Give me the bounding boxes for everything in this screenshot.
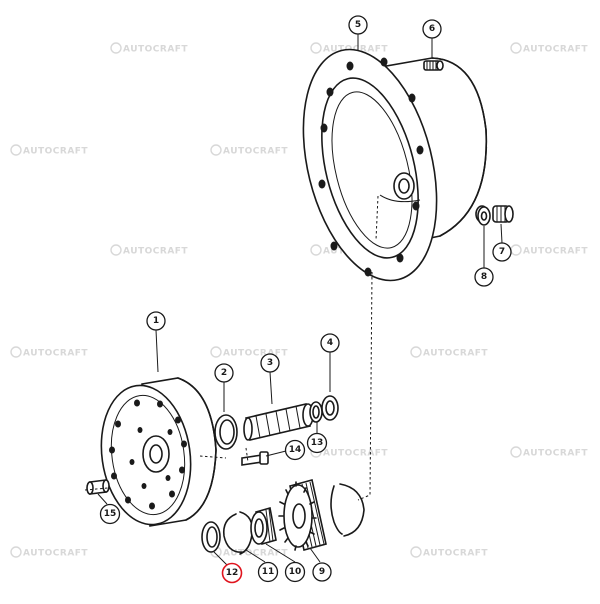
part-10-needle-bearing — [250, 506, 277, 546]
svg-text:13: 13 — [311, 438, 324, 448]
watermark-icon — [310, 244, 322, 256]
watermark-text: AUTOCRAFT — [23, 549, 88, 559]
watermark-icon — [510, 244, 522, 256]
watermark-logo: AUTOCRAFT — [110, 42, 188, 55]
callout-5[interactable]: 5 — [348, 15, 368, 35]
callout-10[interactable]: 10 — [284, 561, 306, 583]
watermark-icon — [410, 346, 422, 358]
part-snap-ring-large — [330, 483, 365, 537]
watermark-text: AUTOCRAFT — [123, 247, 188, 257]
watermark-text: AUTOCRAFT — [23, 147, 88, 157]
callout-8[interactable]: 8 — [474, 267, 494, 287]
part-12-thrust-washer — [201, 521, 221, 553]
watermark-icon — [510, 42, 522, 54]
callout-4[interactable]: 4 — [320, 333, 340, 353]
watermark-logo: AUTOCRAFT — [210, 144, 288, 157]
svg-text:8: 8 — [481, 272, 487, 282]
watermark-icon — [510, 446, 522, 458]
callout-11[interactable]: 11 — [257, 561, 279, 583]
callout-12[interactable]: 12 — [221, 562, 243, 584]
part-7-plug — [492, 205, 514, 223]
callout-13[interactable]: 13 — [306, 432, 328, 454]
svg-text:11: 11 — [262, 567, 275, 577]
watermark-logo: AUTOCRAFT — [410, 346, 488, 359]
part-8-washer — [477, 206, 491, 226]
callout-1[interactable]: 1 — [146, 311, 166, 331]
svg-text:4: 4 — [327, 338, 333, 348]
part-13-snap-ring — [309, 401, 323, 423]
svg-text:14: 14 — [289, 445, 302, 455]
svg-text:7: 7 — [499, 247, 505, 257]
watermark-logo: AUTOCRAFT — [210, 346, 288, 359]
watermark-logo: AUTOCRAFT — [510, 446, 588, 459]
watermark-icon — [210, 346, 222, 358]
callout-9[interactable]: 9 — [312, 562, 332, 582]
svg-text:3: 3 — [267, 358, 273, 368]
watermark-icon — [10, 346, 22, 358]
watermark-icon — [110, 42, 122, 54]
svg-text:9: 9 — [319, 567, 325, 577]
watermark-logo: AUTOCRAFT — [10, 546, 88, 559]
svg-text:2: 2 — [221, 368, 227, 378]
watermark-icon — [310, 42, 322, 54]
svg-text:1: 1 — [153, 316, 159, 326]
watermark-logo: AUTOCRAFT — [410, 546, 488, 559]
part-4-spacer — [321, 395, 339, 421]
watermark-text: AUTOCRAFT — [123, 45, 188, 55]
callout-2[interactable]: 2 — [214, 363, 234, 383]
watermark-text: AUTOCRAFT — [223, 147, 288, 157]
watermark-logo: AUTOCRAFT — [10, 346, 88, 359]
watermark-text: AUTOCRAFT — [523, 45, 588, 55]
svg-text:6: 6 — [429, 24, 435, 34]
callout-6[interactable]: 6 — [422, 19, 442, 39]
part-5-hub-housing — [302, 48, 489, 282]
svg-text:12: 12 — [226, 568, 239, 578]
callout-15[interactable]: 15 — [99, 503, 121, 525]
part-9-planet-gear — [278, 479, 327, 551]
watermark-icon — [110, 244, 122, 256]
svg-text:15: 15 — [104, 509, 117, 519]
watermark-logo: AUTOCRAFT — [10, 144, 88, 157]
callout-14[interactable]: 14 — [284, 439, 306, 461]
watermark-icon — [410, 546, 422, 558]
watermark-icon — [10, 144, 22, 156]
watermark-logo: AUTOCRAFT — [510, 42, 588, 55]
watermark-text: AUTOCRAFT — [523, 247, 588, 257]
part-3-splined-shaft — [243, 403, 314, 441]
watermark-logo: AUTOCRAFT — [110, 244, 188, 257]
watermark-text: AUTOCRAFT — [423, 349, 488, 359]
part-14-bolt — [241, 451, 269, 466]
callout-7[interactable]: 7 — [492, 242, 512, 262]
part-6-screw — [423, 60, 444, 71]
watermark-text: AUTOCRAFT — [223, 549, 288, 559]
svg-text:10: 10 — [289, 567, 302, 577]
watermark-text: AUTOCRAFT — [523, 449, 588, 459]
leader-lines — [84, 34, 503, 567]
part-2-ring — [214, 414, 238, 450]
callout-3[interactable]: 3 — [260, 353, 280, 373]
watermark-text: AUTOCRAFT — [323, 449, 388, 459]
watermark-text: AUTOCRAFT — [23, 349, 88, 359]
watermark-text: AUTOCRAFT — [423, 549, 488, 559]
watermark-icon — [210, 144, 222, 156]
part-15-pin — [86, 479, 110, 495]
svg-text:5: 5 — [355, 20, 361, 30]
watermark-logo: AUTOCRAFT — [510, 244, 588, 257]
watermark-icon — [10, 546, 22, 558]
part-1-carrier — [100, 377, 217, 527]
watermark-text: AUTOCRAFT — [223, 349, 288, 359]
callout-layer: 5 6 7 8 1 2 3 4 13 14 15 12 11 10 9 — [99, 15, 512, 584]
